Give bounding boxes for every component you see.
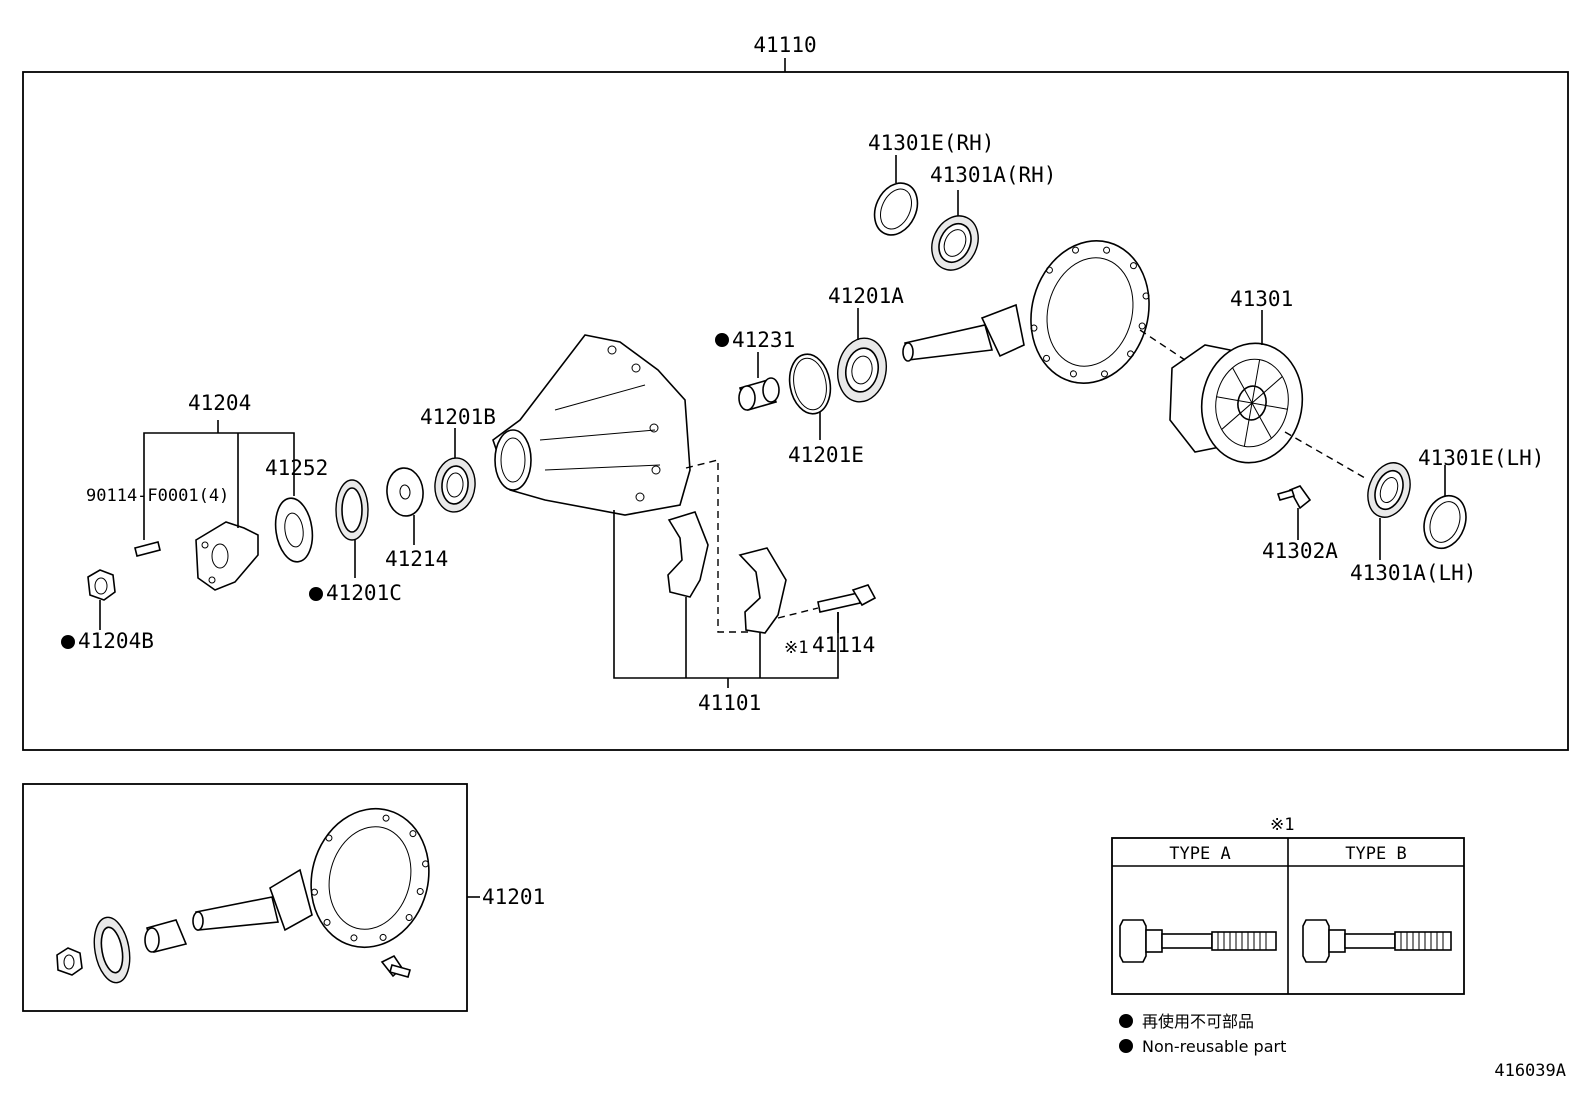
type-table-note: ※1 bbox=[1270, 815, 1294, 835]
figure-id: 416039A bbox=[1494, 1061, 1566, 1081]
kit-41201-frame[interactable]: 41201 bbox=[22, 783, 545, 1012]
bolt-type-table: ※1 TYPE A TYPE B bbox=[1111, 815, 1465, 995]
part-41204B[interactable]: 41204B bbox=[61, 569, 154, 653]
label-41301: 41301 bbox=[1230, 287, 1293, 311]
label-41201: 41201 bbox=[482, 885, 545, 909]
part-41252[interactable]: 41252 bbox=[265, 438, 328, 564]
assembly-41110-frame: 41110 bbox=[22, 33, 1569, 751]
label-41201B: 41201B bbox=[420, 405, 496, 429]
legend-en: Non-reusable part bbox=[1142, 1037, 1286, 1056]
part-41201E[interactable]: 41201E bbox=[785, 351, 864, 467]
label-41301A-RH: 41301A(RH) bbox=[930, 163, 1056, 187]
legend: 再使用不可部品 Non-reusable part bbox=[1119, 1012, 1286, 1056]
label-41201A: 41201A bbox=[828, 284, 904, 308]
part-41231[interactable]: 41231 bbox=[715, 328, 795, 411]
type-a-header: TYPE A bbox=[1169, 844, 1230, 864]
part-41114[interactable]: ※1 41114 bbox=[777, 584, 877, 658]
label-41301E-RH: 41301E(RH) bbox=[868, 131, 994, 155]
axis-line-lower bbox=[1284, 431, 1366, 479]
type-b-header: TYPE B bbox=[1345, 844, 1406, 864]
non-reusable-mark bbox=[61, 635, 75, 649]
label-41204: 41204 bbox=[188, 391, 251, 415]
part-41301E-LH[interactable]: 41301E(LH) bbox=[1417, 446, 1544, 554]
label-41214: 41214 bbox=[385, 547, 448, 571]
axis-line-upper bbox=[1139, 329, 1186, 361]
label-41252: 41252 bbox=[265, 456, 328, 480]
part-41214[interactable]: 41214 bbox=[385, 467, 448, 571]
label-41301E-LH: 41301E(LH) bbox=[1418, 446, 1544, 470]
non-reusable-mark bbox=[309, 587, 323, 601]
part-41301E-RH[interactable]: 41301E(RH) bbox=[866, 131, 994, 242]
part-41302A[interactable]: 41302A bbox=[1262, 485, 1338, 563]
legend-jp: 再使用不可部品 bbox=[1142, 1012, 1254, 1031]
label-41231: 41231 bbox=[732, 328, 795, 352]
label-90114-F0001: 90114-F0001(4) bbox=[86, 486, 229, 506]
ring-gear-pinion-upper bbox=[902, 240, 1150, 384]
part-41301-diff-case[interactable]: 41301 bbox=[1169, 287, 1312, 471]
type-b-bolt bbox=[1302, 919, 1452, 963]
part-41101-bearing-caps[interactable]: 41101 bbox=[613, 510, 839, 715]
part-41201B[interactable]: 41201B bbox=[420, 405, 496, 514]
non-reusable-mark bbox=[715, 333, 729, 347]
part-41301A-LH[interactable]: 41301A(LH) bbox=[1350, 457, 1476, 585]
label-41302A: 41302A bbox=[1262, 539, 1338, 563]
label-41204B: 41204B bbox=[78, 629, 154, 653]
label-41114-note: ※1 bbox=[784, 638, 808, 658]
part-41204[interactable]: 41204 bbox=[143, 391, 295, 591]
part-41301A-RH[interactable]: 41301A(RH) bbox=[923, 163, 1056, 278]
label-41301A-LH: 41301A(LH) bbox=[1350, 561, 1476, 585]
label-41114: 41114 bbox=[812, 633, 875, 657]
label-41201E: 41201E bbox=[788, 443, 864, 467]
part-41201A[interactable]: 41201A bbox=[828, 284, 904, 406]
part-90114-F0001[interactable]: 90114-F0001(4) bbox=[86, 486, 229, 557]
legend-mark bbox=[1119, 1014, 1133, 1028]
carrier-housing bbox=[492, 334, 691, 516]
assembly-label: 41110 bbox=[753, 33, 816, 57]
label-41201C: 41201C bbox=[326, 581, 402, 605]
part-41201C[interactable]: 41201C bbox=[309, 479, 402, 605]
label-41101: 41101 bbox=[698, 691, 761, 715]
carrier-dash-guide bbox=[685, 459, 748, 633]
legend-mark bbox=[1119, 1039, 1133, 1053]
type-a-bolt bbox=[1119, 919, 1277, 963]
